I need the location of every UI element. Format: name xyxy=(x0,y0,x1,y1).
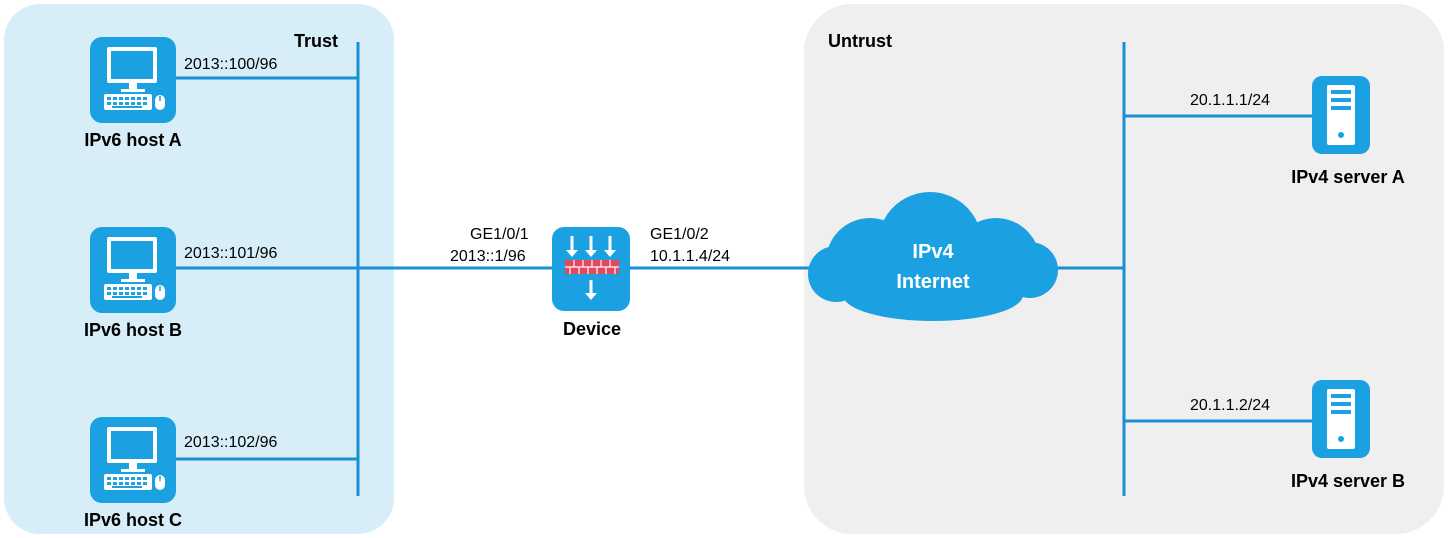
cloud-label-line2: Internet xyxy=(896,271,970,293)
right-interface-name: GE1/0/2 xyxy=(650,226,709,243)
server-b[interactable]: 20.1.1.2/24 IPv4 server B xyxy=(1190,380,1405,491)
host-address: 2013::101/96 xyxy=(184,245,278,262)
server-address: 20.1.1.1/24 xyxy=(1190,92,1270,109)
server-icon xyxy=(1312,380,1370,458)
cloud-icon xyxy=(808,192,1058,321)
server-name: IPv4 server A xyxy=(1291,167,1404,187)
host-name: IPv6 host A xyxy=(84,130,181,150)
host-address: 2013::102/96 xyxy=(184,434,278,451)
host-b[interactable]: 2013::101/96 IPv6 host B xyxy=(84,226,278,340)
pc-icon xyxy=(89,36,177,124)
pc-icon xyxy=(89,416,177,504)
left-interface-address: 2013::1/96 xyxy=(450,248,526,265)
right-interface-address: 10.1.1.4/24 xyxy=(650,248,730,265)
cloud-label-line1: IPv4 xyxy=(912,241,954,263)
firewall-icon xyxy=(552,227,630,311)
host-name: IPv6 host C xyxy=(84,510,182,530)
untrust-zone-label: Untrust xyxy=(828,31,892,51)
host-name: IPv6 host B xyxy=(84,320,182,340)
server-icon xyxy=(1312,76,1370,154)
host-a[interactable]: 2013::100/96 IPv6 host A xyxy=(84,36,278,150)
trust-zone-label: Trust xyxy=(294,31,338,51)
ipv4-internet-cloud[interactable]: IPv4 Internet xyxy=(808,192,1058,321)
device-name: Device xyxy=(563,319,621,339)
server-a[interactable]: 20.1.1.1/24 IPv4 server A xyxy=(1190,76,1405,187)
left-interface-name: GE1/0/1 xyxy=(470,226,529,243)
device[interactable]: Device GE1/0/1 2013::1/96 GE1/0/2 10.1.1… xyxy=(450,226,730,339)
links xyxy=(176,42,1312,496)
host-c[interactable]: 2013::102/96 IPv6 host C xyxy=(84,416,278,530)
pc-icon xyxy=(89,226,177,314)
server-address: 20.1.1.2/24 xyxy=(1190,397,1270,414)
server-name: IPv4 server B xyxy=(1291,471,1405,491)
host-address: 2013::100/96 xyxy=(184,56,278,73)
